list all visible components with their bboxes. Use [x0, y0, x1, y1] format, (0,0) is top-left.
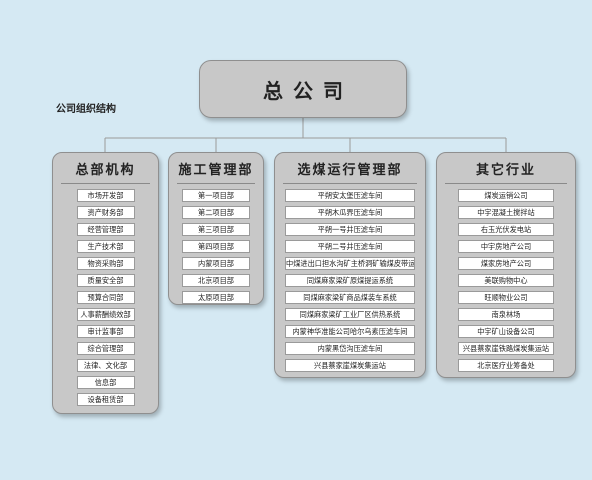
dept-item: 南泉林场: [458, 308, 554, 321]
dept-coal-preparation-operations: 选煤运行管理部 平朔安太堡压滤车间平朔木瓜界压滤车间平朔一号井压滤车间平朔二号井…: [274, 152, 426, 378]
dept-item: 北京医疗业筹备处: [458, 359, 554, 372]
dept-item: 太原项目部: [182, 291, 250, 304]
dept-item: 内蒙神华准能公司哈尔乌素压滤车间: [285, 325, 415, 338]
dept-item: 综合管理部: [76, 342, 135, 355]
dept-item: 兴县蔡家崖煤炭集运站: [285, 359, 415, 372]
dept-divider: [445, 183, 567, 184]
dept-item: 旺顺物业公司: [458, 291, 554, 304]
dept-item: 经营管理部: [76, 223, 135, 236]
dept-item: 中煤进出口担水沟矿主桥洞矿输煤皮带运行: [285, 257, 415, 270]
dept-item: 平朔木瓜界压滤车间: [285, 206, 415, 219]
dept-item-list: 煤炭运销公司中宇混凝土搅拌站右玉光伏发电站中宇房地产公司煤家房地产公司美联购物中…: [437, 189, 575, 376]
dept-construction-management: 施工管理部 第一项目部第二项目部第三项目部第四项目部内蒙项目部北京项目部太原项目…: [168, 152, 264, 305]
dept-item: 第一项目部: [182, 189, 250, 202]
dept-item: 信息部: [76, 376, 135, 389]
dept-item: 人事薪酬绩效部: [76, 308, 135, 321]
dept-item: 美联购物中心: [458, 274, 554, 287]
dept-item-list: 第一项目部第二项目部第三项目部第四项目部内蒙项目部北京项目部太原项目部: [169, 189, 263, 308]
dept-other-industries: 其它行业 煤炭运销公司中宇混凝土搅拌站右玉光伏发电站中宇房地产公司煤家房地产公司…: [436, 152, 576, 378]
dept-item: 资产财务部: [76, 206, 135, 219]
root-node-title: 总公司: [263, 78, 353, 103]
dept-item-list: 平朔安太堡压滤车间平朔木瓜界压滤车间平朔一号井压滤车间平朔二号井压滤车间中煤进出…: [275, 189, 425, 376]
dept-title: 总部机构: [75, 163, 136, 178]
dept-divider: [283, 183, 417, 184]
dept-item: 市场开发部: [76, 189, 135, 202]
dept-item: 第三项目部: [182, 223, 250, 236]
dept-divider: [177, 183, 255, 184]
dept-item: 平朔二号井压滤车间: [285, 240, 415, 253]
dept-item: 法律、文化部: [76, 359, 135, 372]
dept-divider: [61, 183, 150, 184]
dept-item: 设备租赁部: [76, 393, 135, 406]
dept-item: 煤家房地产公司: [458, 257, 554, 270]
dept-item: 北京项目部: [182, 274, 250, 287]
dept-item: 煤炭运销公司: [458, 189, 554, 202]
dept-item: 同煤麻家梁矿原煤提运系统: [285, 274, 415, 287]
org-structure-label: 公司组织结构: [56, 104, 116, 115]
dept-item-list: 市场开发部资产财务部经营管理部生产技术部物资采购部质量安全部预算合同部人事薪酬绩…: [53, 189, 158, 410]
dept-item: 同煤麻家梁矿商品煤装车系统: [285, 291, 415, 304]
dept-title: 选煤运行管理部: [297, 163, 403, 178]
dept-item: 生产技术部: [76, 240, 135, 253]
dept-item: 内蒙项目部: [182, 257, 250, 270]
dept-item: 第二项目部: [182, 206, 250, 219]
dept-item: 审计监事部: [76, 325, 135, 338]
dept-item: 平朔安太堡压滤车间: [285, 189, 415, 202]
dept-item: 内蒙黑岱沟压滤车间: [285, 342, 415, 355]
dept-item: 平朔一号井压滤车间: [285, 223, 415, 236]
dept-item: 右玉光伏发电站: [458, 223, 554, 236]
dept-item: 中宇混凝土搅拌站: [458, 206, 554, 219]
dept-item: 预算合同部: [76, 291, 135, 304]
dept-title: 其它行业: [475, 163, 536, 178]
dept-item: 同煤麻家梁矿工业厂区供热系统: [285, 308, 415, 321]
dept-item: 物资采购部: [76, 257, 135, 270]
dept-item: 中宇矿山设备公司: [458, 325, 554, 338]
dept-item: 中宇房地产公司: [458, 240, 554, 253]
dept-item: 第四项目部: [182, 240, 250, 253]
root-node-headquarters: 总公司: [199, 60, 407, 118]
dept-item: 兴县蔡家崖铁路煤炭集运站: [458, 342, 554, 355]
dept-headquarters-units: 总部机构 市场开发部资产财务部经营管理部生产技术部物资采购部质量安全部预算合同部…: [52, 152, 159, 414]
dept-title: 施工管理部: [178, 163, 254, 178]
dept-item: 质量安全部: [76, 274, 135, 287]
